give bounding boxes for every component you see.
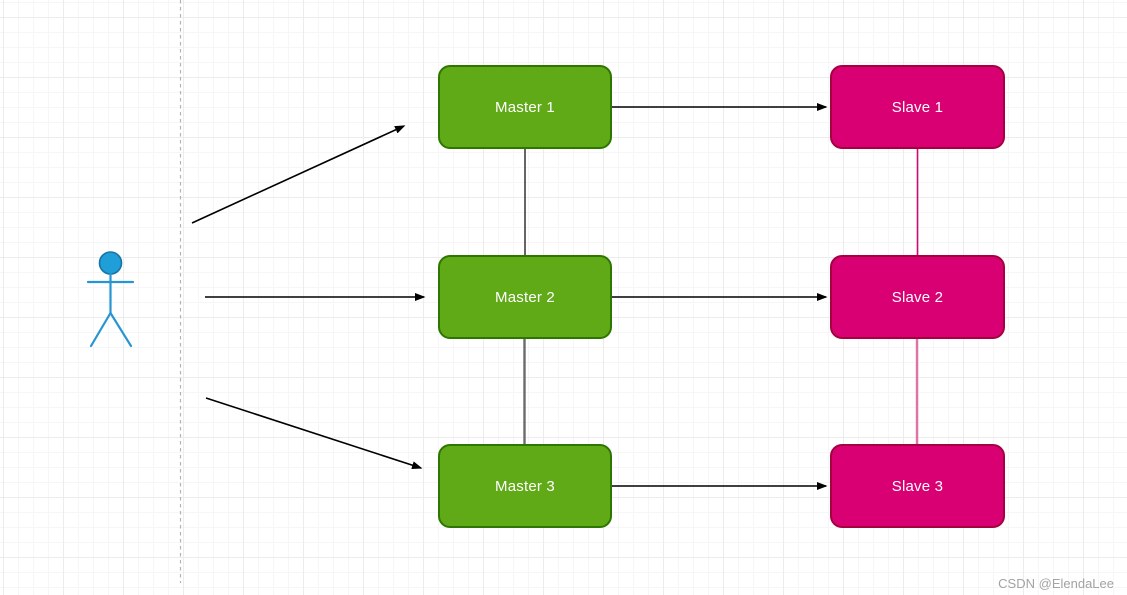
arrow-actor-master3 xyxy=(205,397,423,470)
node-slave-3: Slave 3 xyxy=(830,444,1005,528)
arrow-actor-master1 xyxy=(191,125,406,224)
node-slave-1-label: Slave 1 xyxy=(891,98,944,116)
node-slave-3-label: Slave 3 xyxy=(891,477,944,495)
watermark-text: CSDN @ElendaLee xyxy=(998,576,1114,591)
node-slave-2-label: Slave 2 xyxy=(891,288,944,306)
node-master-3-label: Master 3 xyxy=(495,477,555,495)
node-slave-1: Slave 1 xyxy=(830,65,1005,149)
node-master-2: Master 2 xyxy=(438,255,612,339)
actor-head xyxy=(98,251,123,275)
actor-icon xyxy=(86,251,135,348)
node-slave-2: Slave 2 xyxy=(830,255,1005,339)
node-master-2-label: Master 2 xyxy=(495,288,555,306)
node-master-3: Master 3 xyxy=(438,444,612,528)
node-master-1-label: Master 1 xyxy=(495,98,555,116)
node-master-1: Master 1 xyxy=(438,65,612,149)
